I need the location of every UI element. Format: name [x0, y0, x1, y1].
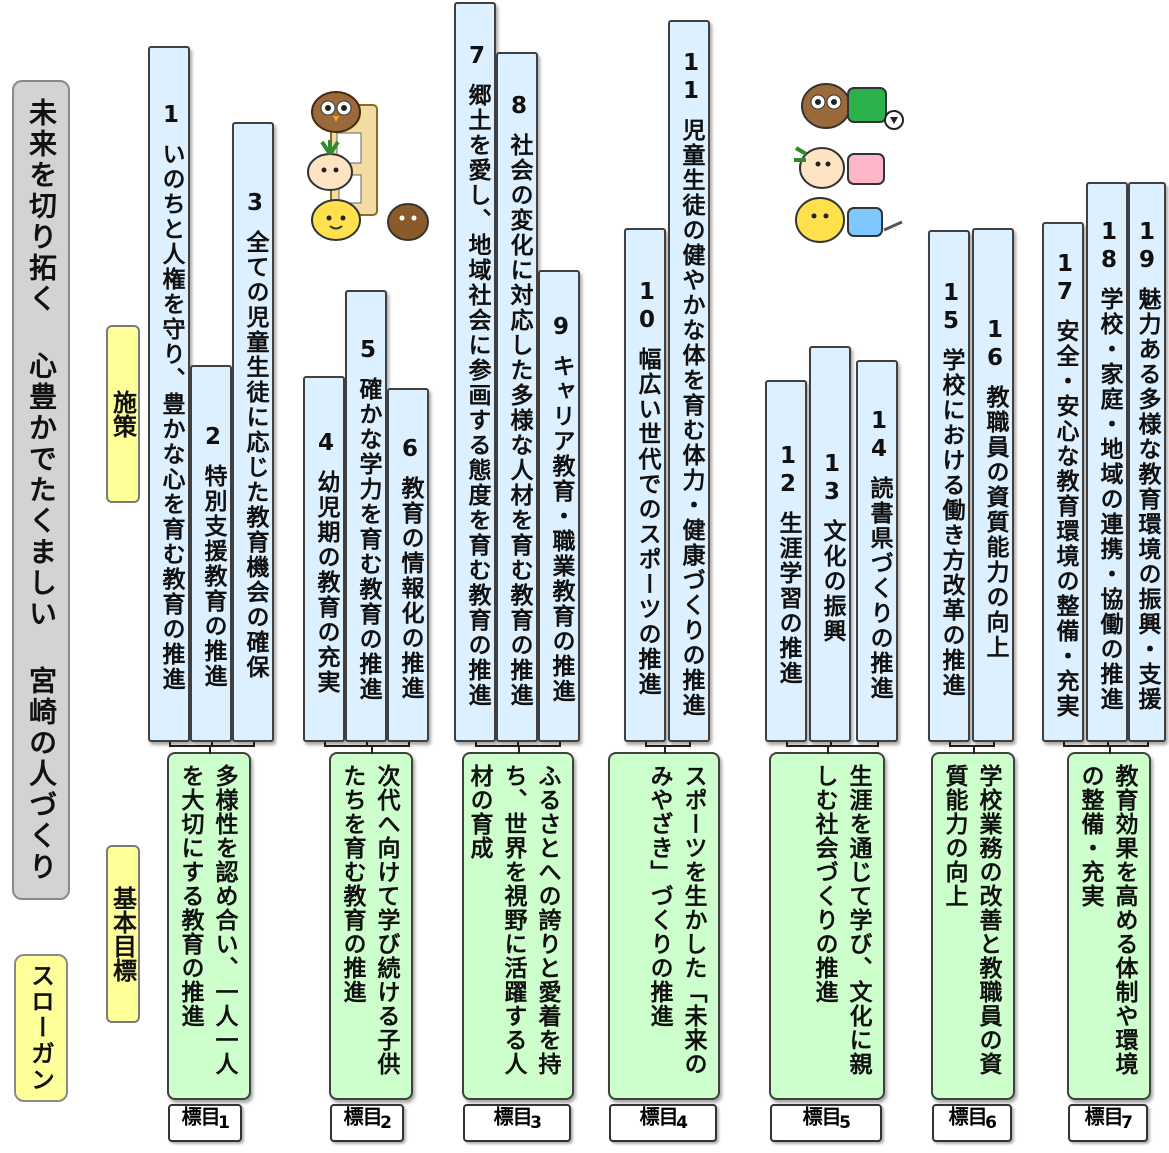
- owl-soccer-character: [802, 84, 903, 129]
- policy-box-13: 13文化の振興: [809, 346, 851, 742]
- policy-box-15: 15学校における働き方改革の推進: [928, 230, 970, 742]
- slogan-box: 未来を切り拓く 心豊かでたくましい 宮崎の人づくり: [12, 80, 70, 900]
- policy-box-2: 2特別支援教育の推進: [190, 365, 232, 742]
- mascot-study-illustration: [296, 72, 442, 248]
- slogan-label-text: スローガン: [24, 963, 59, 1093]
- goal-box-1: 多様性を認め合い、一人一人を大切にする教育の推進: [167, 752, 251, 1100]
- policy-box-1: 1いのちと人権を守り、豊かな心を育む教育の推進: [148, 46, 190, 742]
- connector-stem-5: [827, 745, 829, 754]
- sprout-player-character: [794, 148, 884, 188]
- policy-box-17: 17安全・安心な教育環境の整備・充実: [1042, 222, 1084, 742]
- policy-box-12: 12生涯学習の推進: [765, 380, 807, 742]
- policy-box-7: 7郷土を愛し、地域社会に参画する態度を育む教育の推進: [454, 2, 496, 742]
- connector-bar-7: [1063, 745, 1149, 747]
- goal-box-3: ふるさとへの誇りと愛着を持ち、世界を視野に活躍する人材の育成: [462, 752, 574, 1100]
- policy-box-4: 4幼児期の教育の充実: [303, 376, 345, 742]
- goals-label: 基本目標: [106, 845, 140, 1023]
- connector-stem-2: [371, 745, 373, 754]
- connector-stem-6: [973, 745, 975, 754]
- slogan-text: 未来を切り拓く 心豊かでたくましい 宮崎の人づくり: [21, 98, 61, 883]
- connector-bar-4: [645, 745, 691, 747]
- goal-box-6: 学校業務の改善と教職員の資質能力の向上: [931, 752, 1015, 1100]
- policy-box-5: 5確かな学力を育む教育の推進: [345, 290, 387, 742]
- policies-label: 施策: [106, 325, 140, 503]
- slogan-label: スローガン: [14, 954, 68, 1102]
- connector-stem-3: [518, 745, 520, 754]
- connector-stem-1: [209, 745, 211, 754]
- policy-box-11: 11児童生徒の健やかな体を育む体力・健康づくりの推進: [668, 20, 710, 742]
- goal-box-2: 次代へ向けて学び続ける子供たちを育む教育の推進: [329, 752, 413, 1100]
- lemon-character: [312, 200, 360, 240]
- goal-box-5: 生涯を通じて学び、文化に親しむ社会づくりの推進: [769, 752, 885, 1100]
- connector-bar-5: [786, 745, 879, 747]
- policy-box-14: 14読書県づくりの推進: [856, 360, 898, 742]
- connector-stem-7: [1109, 745, 1111, 754]
- brown-character: [388, 204, 428, 240]
- policy-box-9: 9キャリア教育・職業教育の推進: [538, 270, 580, 742]
- policy-box-6: 6教育の情報化の推進: [387, 388, 429, 742]
- connector-bar-6: [949, 745, 995, 747]
- connector-stem-4: [664, 745, 666, 754]
- policy-box-8: 8社会の変化に対応した多様な人材を育む教育の推進: [496, 52, 538, 742]
- goal-box-7: 教育効果を高める体制や環境の整備・充実: [1067, 752, 1151, 1100]
- mascot-sports-illustration: [776, 70, 912, 252]
- owl-character: [312, 92, 360, 132]
- policy-box-3: 3全ての児童生徒に応じた教育機会の確保: [232, 122, 274, 742]
- goal-box-4: スポーツを生かした「未来のみやざき」づくりの推進: [608, 752, 720, 1100]
- policy-box-16: 16教職員の資質能力の向上: [972, 228, 1014, 742]
- lemon-player-character: [796, 198, 902, 242]
- policy-box-10: 10幅広い世代でのスポーツの推進: [624, 228, 666, 742]
- policy-box-19: 19魅力ある多様な教育環境の振興・支援: [1128, 182, 1166, 742]
- policy-box-18: 18学校・家庭・地域の連携・協働の推進: [1086, 182, 1128, 742]
